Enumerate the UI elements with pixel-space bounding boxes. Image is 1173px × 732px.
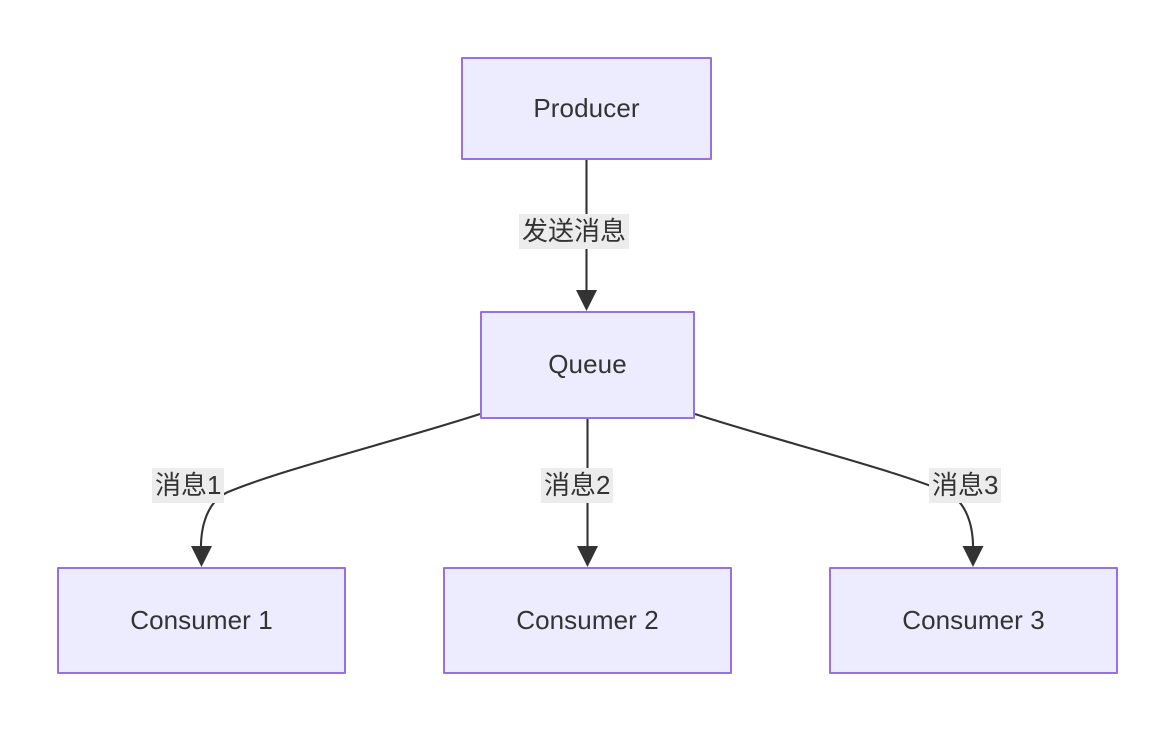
node-queue-label: Queue	[548, 349, 627, 380]
edge-queue-consumer1-path	[199, 413, 481, 554]
edge-queue-consumer2-arrowhead	[577, 546, 598, 567]
edge-producer-queue-arrowhead	[576, 290, 597, 311]
node-producer-label: Producer	[533, 92, 640, 123]
node-consumer-3-label: Consumer 3	[902, 604, 1045, 635]
edge-label-message-3: 消息3	[929, 468, 1002, 503]
edge-queue-consumer1-arrowhead	[191, 546, 212, 567]
node-consumer-2-label: Consumer 2	[516, 604, 659, 635]
edge-queue-consumer3-arrowhead	[962, 546, 984, 567]
node-consumer-2[interactable]: Consumer 2	[443, 567, 732, 674]
node-consumer-3[interactable]: Consumer 3	[829, 567, 1118, 674]
edge-queue-consumer1	[191, 413, 481, 567]
node-consumer-1-label: Consumer 1	[130, 604, 273, 635]
edge-queue-consumer3-path	[694, 413, 975, 554]
node-consumer-1[interactable]: Consumer 1	[57, 567, 346, 674]
node-queue[interactable]: Queue	[480, 311, 695, 419]
edge-label-message-2: 消息2	[541, 468, 614, 503]
edge-queue-consumer3	[694, 413, 984, 567]
node-producer[interactable]: Producer	[461, 57, 712, 160]
edge-label-message-1: 消息1	[152, 468, 225, 503]
edge-label-send-message: 发送消息	[519, 214, 630, 249]
